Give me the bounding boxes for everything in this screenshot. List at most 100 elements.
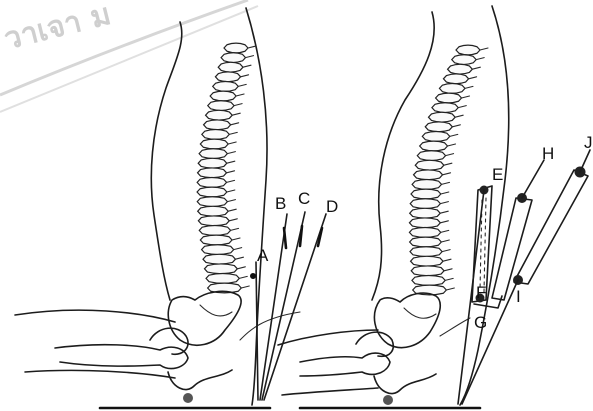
label-e: E (492, 165, 503, 184)
right-spinous-process (440, 202, 448, 204)
right-spinous-process (462, 96, 470, 98)
left-vertebra (197, 187, 227, 197)
left-spinous-process (232, 113, 240, 115)
left-spinous-process (243, 65, 251, 67)
right-vertebra (412, 180, 441, 190)
right-spinous-process (458, 106, 466, 108)
right-spinous-process (446, 154, 454, 156)
right-spinous-process (441, 240, 449, 242)
right-spinous-process (455, 115, 463, 117)
right-vertebra (425, 122, 452, 132)
right-vertebra (410, 208, 441, 218)
left-spinous-process (234, 104, 242, 106)
right-electrode-rig (458, 150, 590, 404)
right-vertebra (409, 218, 440, 228)
label-c: C (298, 189, 310, 208)
right-hip-crease (440, 318, 470, 336)
label-g: G (474, 313, 487, 332)
label-j: J (584, 133, 593, 152)
left-spinous-process (238, 84, 246, 86)
left-spinous-process (227, 161, 235, 163)
left-spinous-process (228, 209, 236, 211)
right-vertebra (456, 45, 480, 55)
electrode-b (284, 228, 286, 248)
left-vertebra (202, 245, 234, 255)
right-vertebra (415, 160, 444, 170)
right-spinous-process (442, 182, 450, 184)
right-vertebra (428, 112, 455, 122)
right-vertebra (432, 103, 458, 113)
left-vertebra (198, 206, 229, 216)
left-vertebra (221, 53, 245, 63)
right-femur (300, 353, 390, 376)
right-vertebra (439, 84, 465, 94)
right-spinous-process (446, 288, 454, 290)
right-spinous-process (441, 192, 449, 194)
left-vertebra (213, 82, 239, 92)
right-pelvis-inner (404, 308, 436, 318)
left-femur (55, 345, 188, 369)
left-seat-contact (183, 393, 193, 403)
right-spinous-process (440, 221, 448, 223)
left-vertebra (215, 72, 240, 82)
label-a: A (257, 246, 269, 265)
left-vertebra (198, 158, 227, 168)
left-thigh-upper (15, 310, 175, 322)
left-vertebra (224, 43, 248, 53)
left-vertebra (208, 101, 234, 111)
right-spinous-process (452, 125, 460, 127)
left-vertebra (204, 264, 237, 274)
left-vertebra (218, 62, 243, 72)
right-spinous-process (448, 144, 456, 146)
left-vertebra (199, 149, 227, 159)
right-vertebra (452, 55, 476, 65)
left-vertebra (199, 226, 230, 236)
right-spinous-process (444, 269, 452, 271)
right-spinous-process (442, 250, 450, 252)
left-spinous-process (228, 142, 236, 144)
left-back-outline (151, 22, 182, 300)
left-spinous-process (231, 123, 239, 125)
right-vertebra (443, 74, 468, 84)
left-spinous-process (227, 171, 235, 173)
left-vertebra (200, 235, 232, 245)
left-vertebra (198, 168, 227, 178)
left-spinous-process (241, 75, 249, 77)
left-spinous-process (227, 180, 235, 182)
right-vertebra (409, 228, 440, 238)
right-vertebra (410, 247, 442, 257)
right-spinous-process (443, 259, 451, 261)
right-spinous-process (480, 48, 488, 50)
label-h: H (542, 144, 554, 163)
left-vertebra (202, 130, 229, 140)
right-vertebra (414, 170, 443, 180)
left-vertebra (210, 91, 236, 101)
right-spinous-process (445, 278, 453, 280)
right-spinous-process (469, 77, 477, 79)
right-vertebra (410, 199, 440, 209)
left-spinous-process (245, 56, 253, 58)
right-spinous-process (443, 173, 451, 175)
left-spinous-process (241, 286, 249, 288)
watermark-text: วาเจา ม (1, 0, 115, 57)
right-vertebra (417, 151, 445, 161)
bar-h (492, 198, 532, 300)
left-vertebra (204, 120, 231, 130)
right-vertebra (411, 256, 443, 266)
right-vertebra (420, 141, 448, 151)
left-spinous-process (235, 257, 243, 259)
label-d: D (326, 197, 338, 216)
right-vertebra (411, 266, 444, 276)
left-spinous-process (237, 267, 245, 269)
right-ischium (374, 374, 436, 394)
left-spinous-process (236, 94, 244, 96)
right-vertebra (448, 64, 473, 74)
right-spinous-process (476, 58, 484, 60)
right-spinous-process (440, 211, 448, 213)
left-vertebra (206, 274, 239, 284)
right-vertebra (410, 237, 442, 247)
left-spine (197, 43, 256, 293)
left-vertebra (200, 139, 228, 149)
right-vertebra (422, 132, 449, 142)
left-vertebra (203, 254, 235, 264)
